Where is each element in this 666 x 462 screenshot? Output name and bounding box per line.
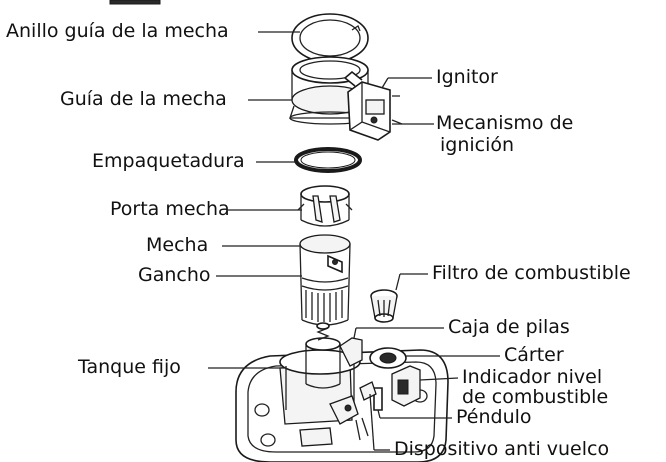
leader-lines [208, 31, 500, 451]
label-dispositivo: Dispositivo anti vuelco [394, 438, 610, 460]
label-porta-mecha: Porta mecha [110, 198, 230, 220]
label-ignitor: Ignitor [436, 66, 498, 88]
label-filtro: Filtro de combustible [432, 262, 631, 284]
label-indicador-1: Indicador nivel [462, 366, 603, 388]
label-indicador-2: de combustible [462, 386, 609, 408]
base-tank-assembly [235, 322, 449, 462]
wick [299, 234, 351, 326]
label-guia-mecha: Guía de la mecha [60, 88, 227, 110]
label-mecanismo-1: Mecanismo de [436, 112, 574, 134]
label-carter: Cárter [504, 344, 564, 366]
label-gancho: Gancho [138, 264, 211, 286]
label-pendulo: Péndulo [456, 406, 532, 428]
wick-guide-ring [291, 13, 369, 63]
label-mecanismo-2: ignición [440, 134, 515, 156]
wick-knurl [305, 290, 343, 322]
wick-holder [297, 185, 353, 227]
label-caja-pilas: Caja de pilas [448, 316, 570, 338]
label-mecha: Mecha [146, 234, 209, 256]
fuel-filter [370, 289, 398, 323]
label-tanque-fijo: Tanque fijo [78, 356, 181, 378]
label-anillo-guia: Anillo guía de la mecha [6, 20, 229, 42]
ignition-mechanism [343, 70, 403, 141]
header-bar-fragment [109, 0, 161, 5]
label-empaquetadura: Empaquetadura [92, 150, 245, 172]
gasket [294, 147, 362, 173]
